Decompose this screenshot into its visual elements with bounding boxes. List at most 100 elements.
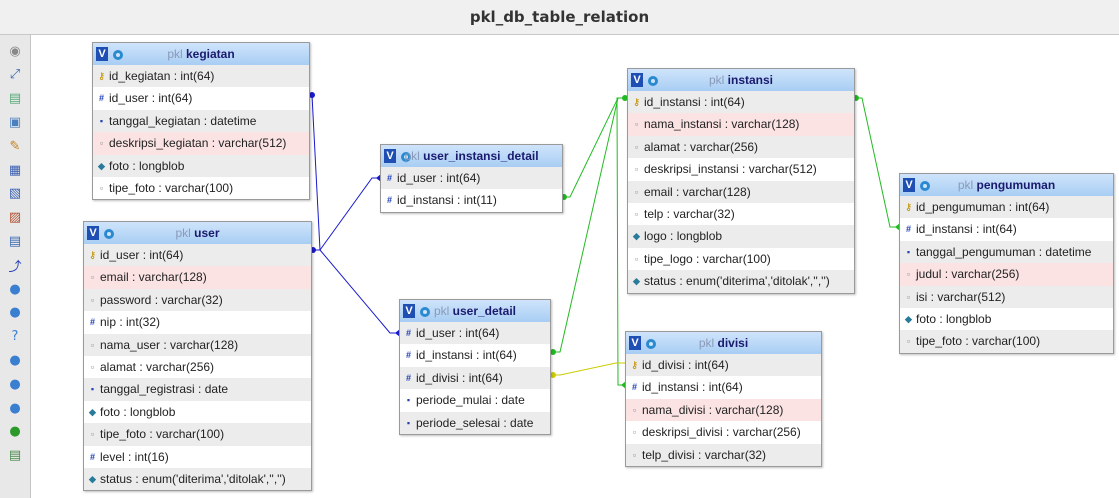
column-row[interactable]: ▫tipe_foto : varchar(100) bbox=[93, 177, 309, 199]
toggle-relation-icon[interactable]: ● bbox=[9, 424, 21, 440]
column-row[interactable]: ◆foto : longblob bbox=[84, 401, 311, 423]
column-row[interactable]: ◆logo : longblob bbox=[628, 225, 854, 248]
column-label: id_instansi : int(64) bbox=[642, 380, 743, 395]
column-row[interactable]: ▪periode_mulai : date bbox=[400, 389, 550, 411]
column-row[interactable]: ◆foto : longblob bbox=[93, 154, 309, 177]
toggle-columns-icon[interactable]: V bbox=[96, 47, 108, 61]
column-row[interactable]: ◆status : enum('diterima','ditolak','','… bbox=[628, 270, 854, 293]
column-row[interactable]: ▫email : varchar(128) bbox=[84, 266, 311, 289]
toggle-columns-icon[interactable]: V bbox=[629, 336, 641, 350]
column-row[interactable]: ▫nama_divisi : varchar(128) bbox=[626, 398, 821, 422]
column-row[interactable]: ▫alamat : varchar(256) bbox=[628, 135, 854, 159]
toggle-columns-icon[interactable]: V bbox=[384, 149, 396, 163]
small-big-icon[interactable]: ● bbox=[9, 400, 21, 416]
column-row[interactable]: #id_instansi : int(64) bbox=[900, 218, 1113, 240]
date-type-icon: ▪ bbox=[99, 115, 104, 126]
column-row[interactable]: ◆foto : longblob bbox=[900, 308, 1113, 330]
text-type-icon: ▫ bbox=[632, 427, 637, 438]
gear-icon[interactable] bbox=[918, 178, 932, 192]
column-row[interactable]: #id_user : int(64) bbox=[400, 322, 550, 345]
toggle-columns-icon[interactable]: V bbox=[903, 178, 915, 192]
column-row[interactable]: ▪tanggal_kegiatan : datetime bbox=[93, 109, 309, 133]
column-row[interactable]: ▫tipe_foto : varchar(100) bbox=[900, 330, 1113, 353]
gear-icon[interactable] bbox=[418, 304, 432, 318]
column-row[interactable]: ⚷id_user : int(64) bbox=[84, 244, 311, 267]
column-row[interactable]: ▫ telp_divisi : varchar(32) bbox=[626, 443, 821, 466]
gear-icon[interactable] bbox=[111, 47, 125, 61]
column-row[interactable]: #id_instansi : int(64) bbox=[400, 344, 550, 366]
column-row[interactable]: ▫password : varchar(32) bbox=[84, 288, 311, 312]
zoom-in-icon[interactable]: ● bbox=[9, 281, 21, 297]
angular-links-icon[interactable]: ● bbox=[9, 352, 21, 368]
column-row[interactable]: ▫tipe_logo : varchar(100) bbox=[628, 248, 854, 270]
column-row[interactable]: ▪periode_selesai : date bbox=[400, 411, 550, 434]
column-row[interactable]: ▪tanggal_registrasi : date bbox=[84, 378, 311, 401]
gear-icon[interactable] bbox=[644, 336, 658, 350]
column-row[interactable]: ▫email : varchar(128) bbox=[628, 180, 854, 203]
column-row[interactable]: ▫isi : varchar(512) bbox=[900, 285, 1113, 308]
column-row[interactable]: ⚷id_instansi : int(64) bbox=[628, 91, 854, 114]
fullscreen-icon[interactable]: ⤢ bbox=[9, 67, 21, 83]
column-row[interactable]: #id_instansi : int(64) bbox=[626, 376, 821, 398]
column-row[interactable]: ▫telp : varchar(32) bbox=[628, 203, 854, 225]
toggle-columns-icon[interactable]: V bbox=[631, 73, 643, 87]
text-type-icon: ▫ bbox=[632, 449, 637, 460]
relation-line-icon[interactable]: ⤴ bbox=[8, 259, 22, 275]
column-row[interactable]: ⚷id_divisi : int(64) bbox=[626, 354, 821, 377]
gear-icon[interactable] bbox=[102, 226, 116, 240]
column-row[interactable]: ▫deskripsi_instansi : varchar(512) bbox=[628, 158, 854, 180]
column-row[interactable]: ▫judul : varchar(256) bbox=[900, 263, 1113, 286]
column-row[interactable]: #level : int(16) bbox=[84, 446, 311, 468]
help-icon[interactable]: ? bbox=[11, 329, 19, 345]
column-row[interactable]: #id_divisi : int(64) bbox=[400, 366, 550, 390]
column-row[interactable]: ⚷id_kegiatan : int(64) bbox=[93, 65, 309, 88]
column-row[interactable]: ▫alamat : varchar(256) bbox=[84, 356, 311, 378]
text-type-icon: ▫ bbox=[634, 253, 639, 264]
gear-icon[interactable] bbox=[399, 149, 413, 163]
database-prefix: pkl bbox=[175, 226, 191, 240]
column-row[interactable]: ▫deskripsi_kegiatan : varchar(512) bbox=[93, 132, 309, 155]
delete-page-icon[interactable]: ▨ bbox=[8, 210, 22, 226]
column-row[interactable]: #id_user : int(64) bbox=[381, 167, 562, 190]
column-row[interactable]: ⚷id_pengumuman : int(64) bbox=[900, 196, 1113, 219]
column-row[interactable]: #id_user : int(64) bbox=[93, 87, 309, 109]
export-schema-icon[interactable]: ▤ bbox=[8, 448, 22, 464]
toggle-columns-icon[interactable]: V bbox=[87, 226, 99, 240]
column-row[interactable]: #nip : int(32) bbox=[84, 311, 311, 333]
edit-page-icon[interactable]: ✎ bbox=[9, 138, 21, 154]
load-page-icon[interactable]: ▣ bbox=[8, 114, 22, 130]
column-row[interactable]: ▫tipe_foto : varchar(100) bbox=[84, 423, 311, 446]
toggle-panel-icon[interactable]: ◉ bbox=[9, 43, 21, 59]
column-row[interactable]: ◆status : enum('diterima','ditolak','','… bbox=[84, 467, 311, 491]
toggle-columns-icon[interactable]: V bbox=[403, 304, 415, 318]
column-row[interactable]: ▫deskripsi_divisi : varchar(256) bbox=[626, 421, 821, 443]
refresh-icon[interactable]: ● bbox=[9, 305, 21, 321]
add-table-icon[interactable]: ▤ bbox=[8, 91, 22, 107]
column-row[interactable]: #id_instansi : int(11) bbox=[381, 189, 562, 211]
column-row[interactable]: ▫nama_instansi : varchar(128) bbox=[628, 113, 854, 136]
save-icon[interactable]: ▦ bbox=[8, 162, 22, 178]
relation-instansi-uid bbox=[562, 97, 628, 198]
column-row[interactable]: ▫nama_user : varchar(128) bbox=[84, 333, 311, 356]
column-row[interactable]: ▪tanggal_pengumuman : datetime bbox=[900, 240, 1113, 264]
snap-grid-icon[interactable]: ● bbox=[9, 376, 21, 392]
export-icon[interactable]: ▤ bbox=[8, 233, 22, 249]
save-as-icon[interactable]: ▧ bbox=[8, 186, 22, 202]
column-label: telp_divisi : varchar(32) bbox=[642, 447, 767, 462]
index-icon: # bbox=[405, 372, 411, 383]
gear-icon[interactable] bbox=[646, 73, 660, 87]
